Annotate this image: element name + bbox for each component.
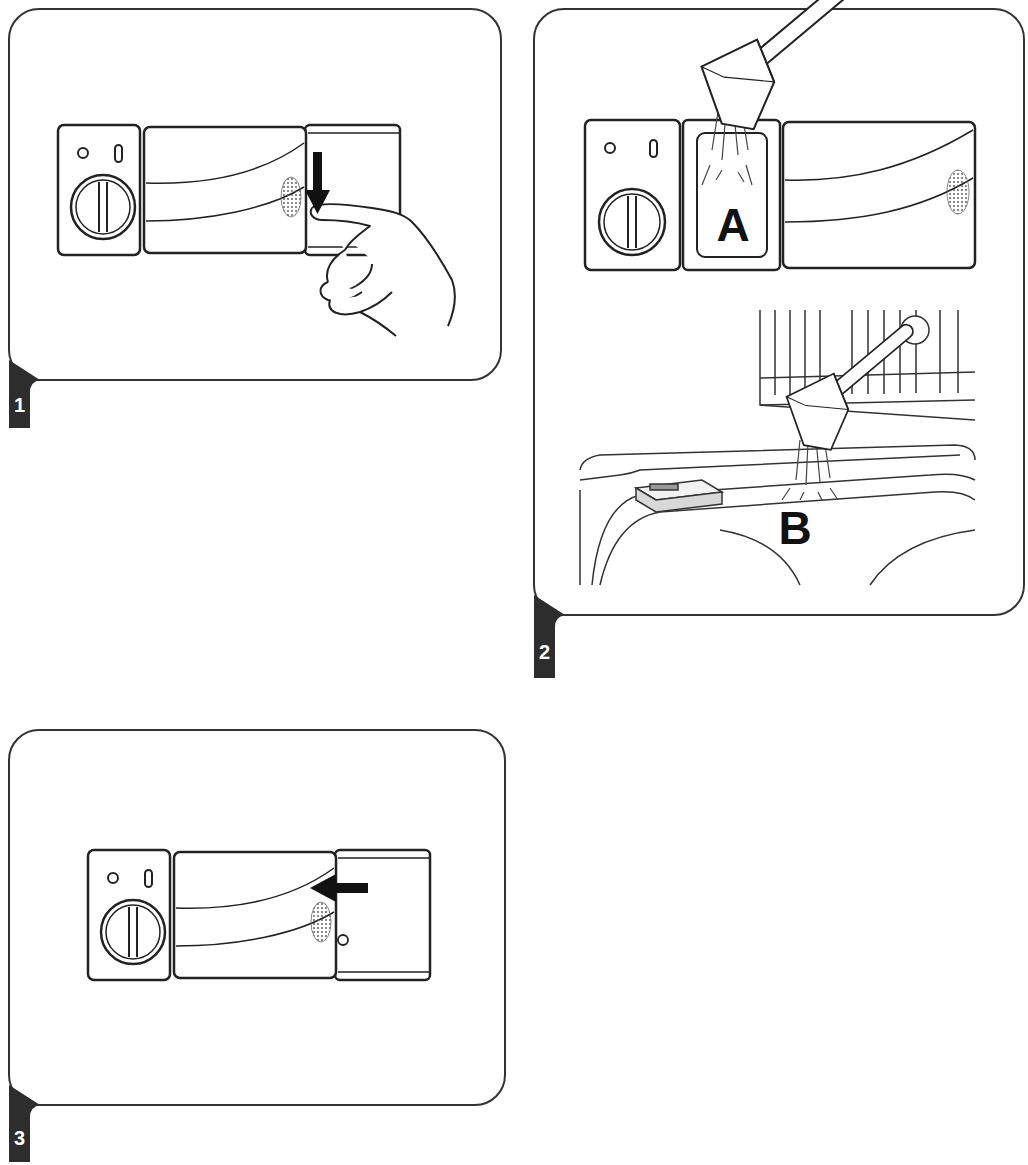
detergent-box bbox=[636, 480, 722, 512]
press-arrow bbox=[305, 152, 330, 214]
step-number: 3 bbox=[14, 1128, 25, 1148]
dispenser bbox=[88, 850, 430, 980]
panel-frame bbox=[9, 9, 1024, 1105]
part-letter: A bbox=[713, 202, 752, 248]
step-number: 1 bbox=[14, 395, 25, 415]
close-arrow bbox=[310, 874, 368, 902]
scoop bbox=[777, 321, 936, 457]
part-letter: B bbox=[775, 505, 814, 551]
step-tab bbox=[9, 360, 565, 1162]
dispenser-open bbox=[585, 120, 975, 270]
scoop bbox=[690, 0, 878, 137]
step-number: 2 bbox=[539, 642, 550, 662]
hand bbox=[311, 204, 455, 336]
dishwasher-interior bbox=[580, 310, 975, 585]
dispenser bbox=[58, 125, 400, 255]
